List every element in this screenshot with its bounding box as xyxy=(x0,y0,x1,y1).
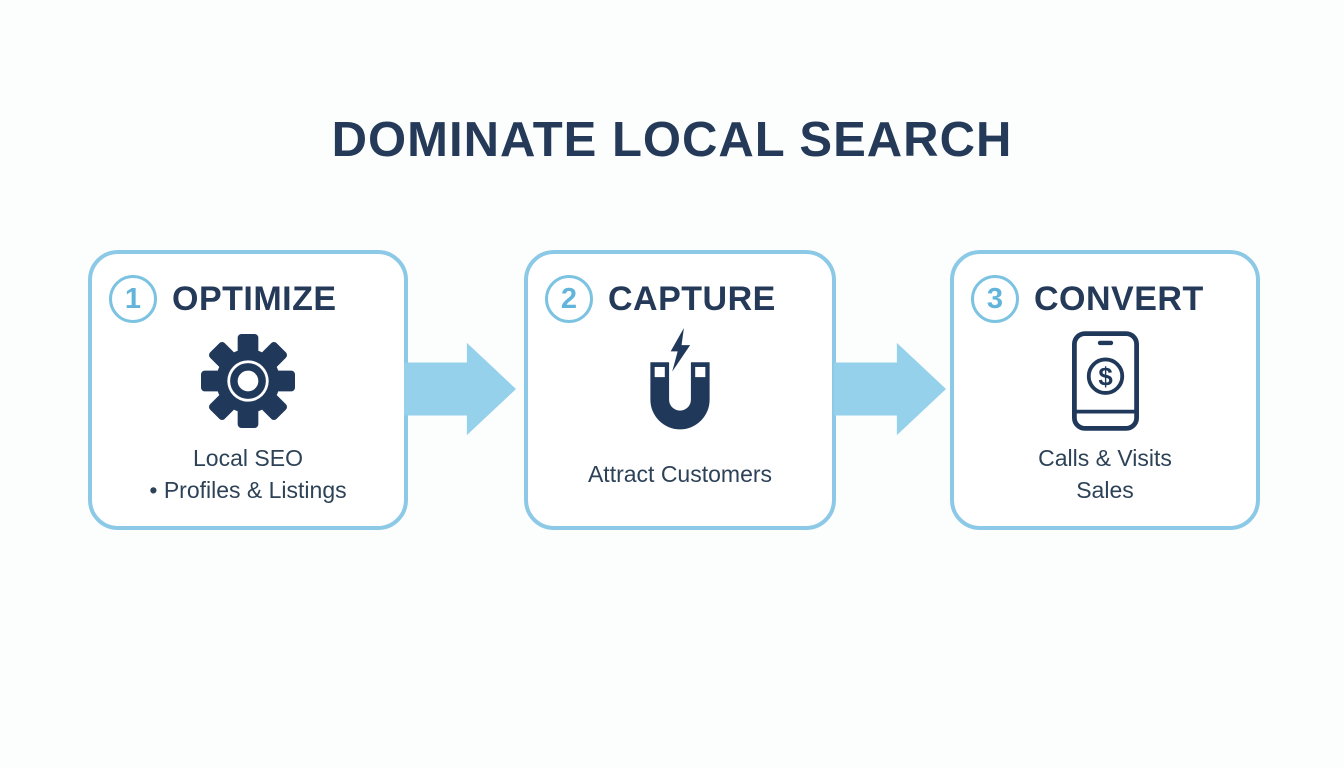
step-caption-line: • Profiles & Listings xyxy=(149,476,347,503)
step-number-badge: 2 xyxy=(545,275,593,323)
step-card-optimize: 1 OPTIMIZE Local SE xyxy=(88,250,408,530)
step-number-badge: 1 xyxy=(109,275,157,323)
step-header: 1 OPTIMIZE xyxy=(92,254,404,323)
page-title: DOMINATE LOCAL SEARCH xyxy=(331,113,1013,167)
step-captions: Calls & Visits Sales xyxy=(954,438,1256,510)
step-heading: OPTIMIZE xyxy=(172,279,337,318)
step-caption-line: Sales xyxy=(1076,476,1134,503)
step-heading: CONVERT xyxy=(1034,279,1204,318)
step-captions: Attract Customers xyxy=(528,438,832,510)
step-number-badge: 3 xyxy=(971,275,1019,323)
flow-arrow-icon xyxy=(834,342,946,441)
magnet-icon xyxy=(528,323,832,438)
step-caption-line: Attract Customers xyxy=(587,460,773,487)
step-caption-line: Local SEO xyxy=(193,444,303,471)
step-header: 2 CAPTURE xyxy=(528,254,832,323)
step-caption-line: Calls & Visits xyxy=(1038,444,1172,471)
step-card-capture: 2 CAPTURE Attract Customers xyxy=(524,250,836,530)
dollar-symbol: $ xyxy=(1098,363,1112,391)
flow-arrow-icon xyxy=(404,342,516,441)
step-heading: CAPTURE xyxy=(608,279,776,318)
step-header: 3 CONVERT xyxy=(954,254,1256,323)
step-captions: Local SEO • Profiles & Listings xyxy=(92,438,404,510)
phone-dollar-icon: $ xyxy=(954,323,1256,438)
gear-icon xyxy=(92,323,404,438)
step-card-convert: 3 CONVERT $ Calls & Visits Sales xyxy=(950,250,1260,530)
